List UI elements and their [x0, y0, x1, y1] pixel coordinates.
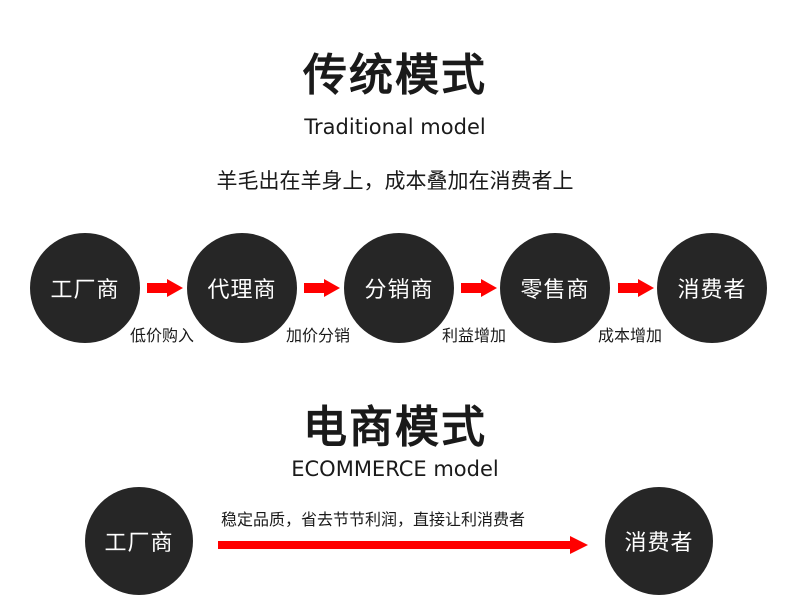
- long-arrow-right-icon: [218, 536, 588, 554]
- step-label-markup: 加价分销: [286, 326, 351, 345]
- node-consumer: 消费者: [657, 233, 767, 343]
- traditional-subtitle: Traditional model: [304, 115, 486, 139]
- node-distributor: 分销商: [344, 233, 454, 343]
- step-label-cost-up: 成本增加: [598, 326, 663, 345]
- ecommerce-title: 电商模式: [303, 402, 487, 453]
- ecommerce-subtitle: ECOMMERCE model: [291, 457, 499, 481]
- arrow-right-icon: [618, 279, 654, 297]
- direct-benefit-label: 稳定品质，省去节节利润，直接让利消费者: [221, 510, 526, 529]
- traditional-title: 传统模式: [303, 50, 487, 101]
- arrow-right-icon: [304, 279, 340, 297]
- ecom-node-factory: 工厂商: [85, 487, 193, 595]
- node-retailer: 零售商: [500, 233, 610, 343]
- arrow-right-icon: [147, 279, 183, 297]
- step-label-profit-up: 利益增加: [442, 326, 507, 345]
- traditional-slogan: 羊毛出在羊身上，成本叠加在消费者上: [216, 169, 574, 193]
- ecom-node-consumer: 消费者: [605, 487, 713, 595]
- arrow-right-icon: [461, 279, 497, 297]
- node-factory: 工厂商: [30, 233, 140, 343]
- step-label-buy-low: 低价购入: [130, 326, 195, 345]
- node-agent: 代理商: [187, 233, 297, 343]
